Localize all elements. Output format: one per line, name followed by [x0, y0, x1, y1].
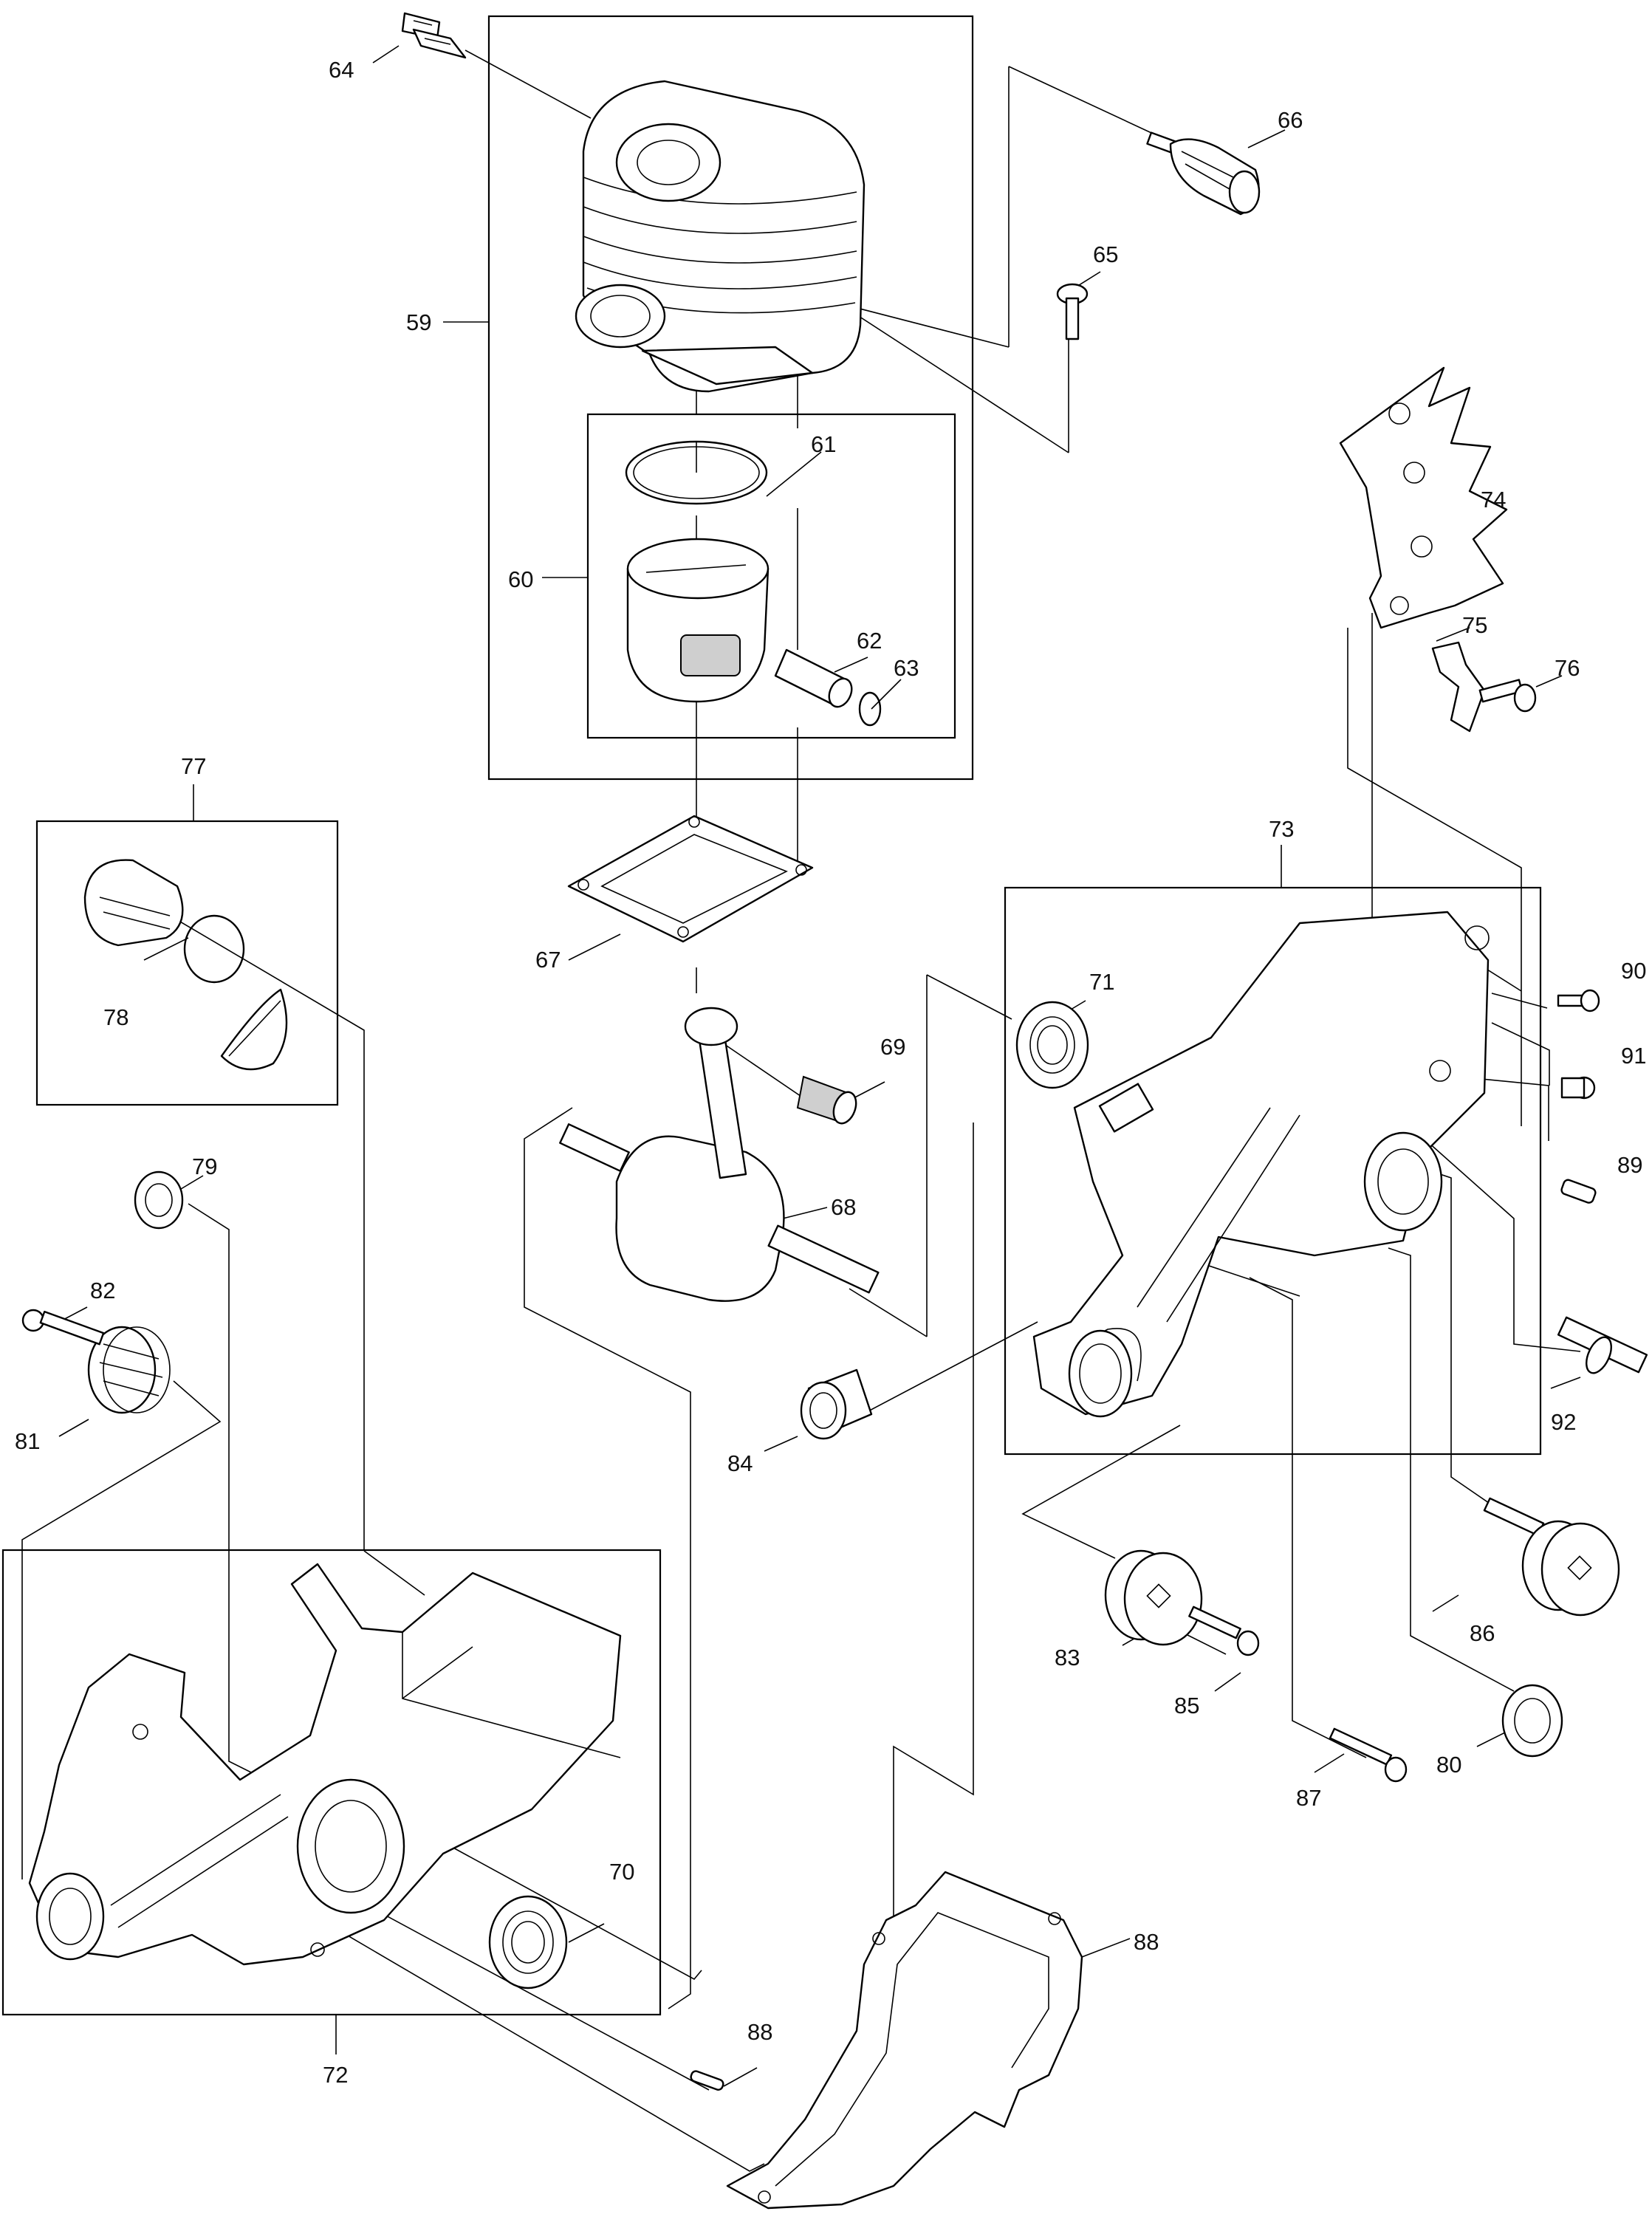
callout-63: 63 — [894, 655, 919, 681]
plug-part-86 — [1483, 1497, 1620, 1617]
bumper-spike-part-74 — [1339, 366, 1508, 629]
frame-piston-group-60 — [586, 413, 956, 739]
callout-83: 83 — [1055, 1645, 1080, 1670]
screw-part-91 — [1557, 989, 1600, 1012]
needle-bearing-part-69 — [796, 1075, 857, 1125]
frame-crankcase-right-73 — [1004, 886, 1542, 1456]
screw-part-76 — [1478, 679, 1537, 713]
callout-85: 85 — [1174, 1693, 1199, 1718]
frame-cap-group-77 — [35, 820, 339, 1106]
oil-seal-part-70 — [488, 1895, 568, 1989]
callout-91: 90 — [1621, 958, 1646, 984]
bearing-part-84 — [800, 1368, 873, 1440]
valve-part-66 — [1146, 131, 1261, 216]
callout-87: 87 — [1296, 1785, 1321, 1811]
cylinder-part-59 — [575, 80, 866, 393]
callout-92: 91 — [1621, 1043, 1646, 1069]
gasket-part-89 — [726, 1871, 1083, 2210]
oil-seal-part-79 — [134, 1171, 184, 1230]
stud-bolt-part-93 — [1557, 1316, 1648, 1374]
callout-61: 61 — [811, 431, 836, 457]
frame-cylinder-group-59 — [487, 15, 974, 781]
callout-76: 76 — [1555, 655, 1580, 681]
callout-72: 72 — [323, 2062, 348, 2088]
callout-80: 80 — [1436, 1752, 1461, 1778]
callout-77: 77 — [181, 753, 206, 779]
callout-69: 69 — [880, 1034, 905, 1060]
oil-seal-part-80 — [1501, 1684, 1563, 1758]
callout-60: 60 — [508, 566, 533, 592]
callout-65: 65 — [1093, 241, 1118, 267]
callout-73: 73 — [1269, 816, 1294, 842]
pin-part-88 — [690, 2070, 724, 2091]
callout-71: 71 — [1089, 969, 1114, 995]
piston-part-60 — [626, 538, 770, 703]
callout-78: 78 — [103, 1004, 128, 1030]
crankcase-left-part-72 — [28, 1563, 622, 1966]
callout-79: 79 — [192, 1154, 217, 1179]
bracket-part-75 — [1431, 641, 1486, 733]
spark-plug-part-64 — [401, 12, 467, 59]
frame-crankcase-left-72 — [1, 1549, 662, 2016]
filler-cap-part-77 — [83, 859, 288, 1071]
gasket-part-67 — [567, 815, 814, 943]
circlip-part-63 — [858, 691, 882, 727]
callout-89: 88 — [1134, 1929, 1159, 1955]
leader-lines — [21, 45, 1581, 2172]
callout-67: 67 — [535, 947, 561, 973]
callout-68: 68 — [831, 1194, 856, 1220]
crankcase-right-part-73 — [1032, 911, 1490, 1418]
screw-part-65 — [1056, 283, 1089, 340]
oil-seal-part-71 — [1015, 1001, 1089, 1089]
piston-ring-part-61 — [625, 440, 768, 505]
plug-part-83 — [1104, 1549, 1203, 1646]
callout-86: 86 — [1470, 1620, 1495, 1646]
screw-part-87 — [1329, 1727, 1408, 1783]
callout-64: 64 — [329, 57, 354, 83]
nut-part-92 — [1560, 1076, 1596, 1100]
callout-59: 59 — [406, 309, 431, 335]
callout-81: 81 — [15, 1428, 40, 1454]
callout-93: 92 — [1551, 1409, 1576, 1435]
crankshaft-part-68 — [559, 1007, 880, 1302]
pin-part-90 — [1560, 1179, 1597, 1204]
screw-part-82 — [21, 1309, 105, 1346]
callout-labels: 64 59 66 65 61 60 62 63 74 75 76 77 73 6… — [15, 57, 1646, 2088]
callout-66: 66 — [1278, 107, 1303, 133]
callout-88: 88 — [747, 2019, 772, 2045]
callout-74: 74 — [1481, 487, 1506, 513]
callout-75: 75 — [1462, 612, 1487, 638]
callout-70: 70 — [609, 1859, 634, 1885]
callout-82: 82 — [90, 1278, 115, 1303]
callout-62: 62 — [857, 628, 882, 654]
plug-part-81 — [87, 1326, 171, 1414]
callout-84: 84 — [727, 1450, 753, 1476]
callout-90: 89 — [1617, 1152, 1642, 1178]
screw-part-85 — [1188, 1605, 1260, 1656]
piston-pin-part-62 — [774, 648, 853, 708]
